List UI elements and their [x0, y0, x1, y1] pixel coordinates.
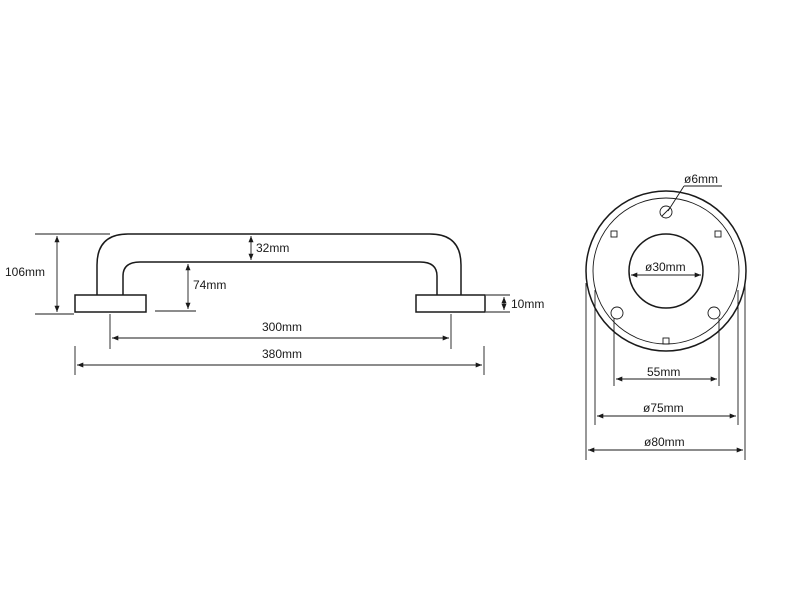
dimension-32mm: 32mm	[248, 236, 289, 260]
side-view: 106mm 32mm 74mm 10mm 300mm	[5, 233, 544, 375]
label-30mm: ø30mm	[645, 260, 686, 274]
dimension-10mm: 10mm	[486, 294, 544, 313]
dimension-80mm: ø80mm	[585, 283, 746, 460]
label-32mm: 32mm	[256, 241, 289, 255]
label-80mm: ø80mm	[644, 435, 685, 449]
mark-upper-right	[714, 230, 722, 238]
label-380mm: 380mm	[262, 347, 302, 361]
screw-hole-right	[707, 306, 721, 320]
mark-upper-left	[610, 230, 618, 238]
right-flange	[415, 294, 486, 313]
label-6mm: ø6mm	[684, 172, 718, 186]
dimension-hole-6mm: ø6mm	[667, 172, 722, 212]
label-300mm: 300mm	[262, 320, 302, 334]
front-view: ø6mm ø30mm 55mm ø75mm ø80mm	[585, 172, 747, 460]
dimension-55mm: 55mm	[613, 318, 720, 386]
tube-circle	[628, 233, 704, 309]
dimension-300mm: 300mm	[109, 314, 452, 349]
grab-bar-inner-outline	[122, 261, 438, 295]
label-106mm: 106mm	[5, 265, 45, 279]
label-75mm: ø75mm	[643, 401, 684, 415]
dimension-75mm: ø75mm	[594, 290, 739, 425]
mark-bottom	[662, 337, 670, 345]
dimension-380mm: 380mm	[74, 346, 485, 375]
left-flange	[74, 294, 147, 313]
grab-bar-outer-outline	[96, 233, 462, 295]
dimension-74mm: 74mm	[155, 264, 226, 312]
label-55mm: 55mm	[647, 365, 680, 379]
dimension-106mm: 106mm	[5, 233, 110, 315]
outer-rose-circle	[585, 190, 747, 352]
label-74mm: 74mm	[193, 278, 226, 292]
screw-hole-left	[610, 306, 624, 320]
label-10mm: 10mm	[511, 297, 544, 311]
screw-hole-top	[659, 205, 673, 219]
dimension-30mm: ø30mm	[631, 260, 701, 278]
